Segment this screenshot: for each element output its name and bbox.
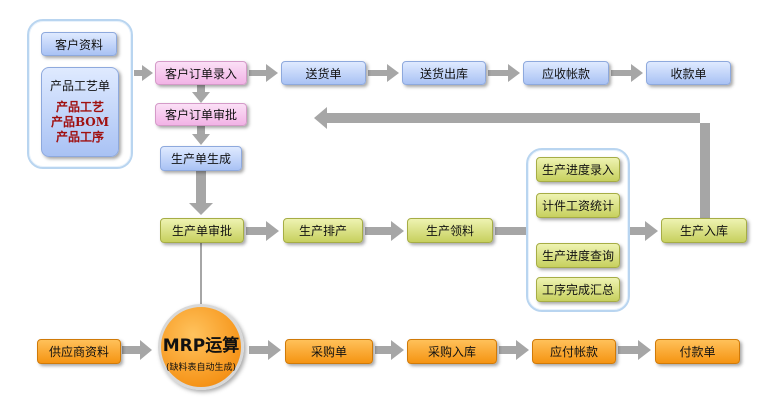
production-scheduling-node[interactable]: 生产排产 bbox=[283, 218, 363, 243]
arrow-order-to-delivery bbox=[249, 64, 278, 82]
arrow-payable-to-payment bbox=[618, 340, 651, 360]
arrow-group-to-order bbox=[134, 65, 153, 81]
delivery-note-node[interactable]: 送货单 bbox=[281, 61, 366, 85]
order-entry-node[interactable]: 客户订单录入 bbox=[155, 61, 247, 85]
arrow-order-to-review bbox=[192, 85, 210, 103]
supplier-info-node[interactable]: 供应商资料 bbox=[37, 339, 121, 364]
mrp-calculation-node[interactable]: MRP运算 (缺料表自动生成) bbox=[158, 304, 244, 390]
product-craft-title: 产品工艺单 bbox=[49, 79, 110, 93]
accounts-receivable-node[interactable]: 应收帐款 bbox=[523, 61, 609, 85]
production-approval-node[interactable]: 生产单审批 bbox=[160, 218, 244, 243]
order-review-node[interactable]: 客户订单审批 bbox=[155, 103, 247, 126]
piece-wage-stats-node[interactable]: 计件工资统计 bbox=[536, 193, 620, 218]
arrow-review-to-production bbox=[192, 126, 210, 145]
arrow-purchase-to-inbound bbox=[375, 340, 404, 360]
product-craft-node[interactable]: 产品工艺单 产品工艺 产品BOM 产品工序 bbox=[41, 67, 119, 157]
arrow-inbound-to-payable bbox=[499, 340, 529, 360]
material-picking-node[interactable]: 生产领料 bbox=[407, 218, 493, 243]
arrow-mrp-to-purchase bbox=[249, 340, 281, 360]
mrp-subtitle: (缺料表自动生成) bbox=[165, 363, 237, 373]
purchase-inbound-node[interactable]: 采购入库 bbox=[407, 339, 497, 364]
arrow-outbound-to-receivable bbox=[488, 64, 520, 82]
delivery-outbound-node[interactable]: 送货出库 bbox=[402, 61, 486, 85]
receipt-node[interactable]: 收款单 bbox=[646, 61, 731, 85]
product-craft-item: 产品工艺 bbox=[55, 100, 104, 114]
purchase-order-node[interactable]: 采购单 bbox=[285, 339, 373, 364]
accounts-payable-node[interactable]: 应付帐款 bbox=[532, 339, 616, 364]
arrow-approval-to-schedule bbox=[246, 221, 279, 241]
product-process-item: 产品工序 bbox=[55, 130, 104, 144]
arrow-schedule-to-picking bbox=[365, 221, 404, 241]
production-order-node[interactable]: 生产单生成 bbox=[160, 146, 242, 171]
mrp-title: MRP运算 bbox=[162, 336, 240, 356]
arrow-supplier-to-mrp bbox=[122, 340, 152, 360]
arrow-receivable-to-receipt bbox=[611, 64, 643, 82]
progress-entry-node[interactable]: 生产进度录入 bbox=[536, 157, 620, 182]
process-summary-node[interactable]: 工序完成汇总 bbox=[536, 277, 620, 302]
arrow-production-to-approval bbox=[189, 171, 213, 215]
product-bom-item: 产品BOM bbox=[50, 115, 110, 129]
production-warehousing-node[interactable]: 生产入库 bbox=[661, 218, 747, 243]
payment-node[interactable]: 付款单 bbox=[655, 339, 740, 364]
arrow-delivery-to-outbound bbox=[368, 64, 399, 82]
progress-query-node[interactable]: 生产进度查询 bbox=[536, 243, 620, 268]
arrow-warehouse-to-delivery bbox=[314, 107, 710, 218]
customer-info-node[interactable]: 客户资料 bbox=[41, 32, 117, 56]
